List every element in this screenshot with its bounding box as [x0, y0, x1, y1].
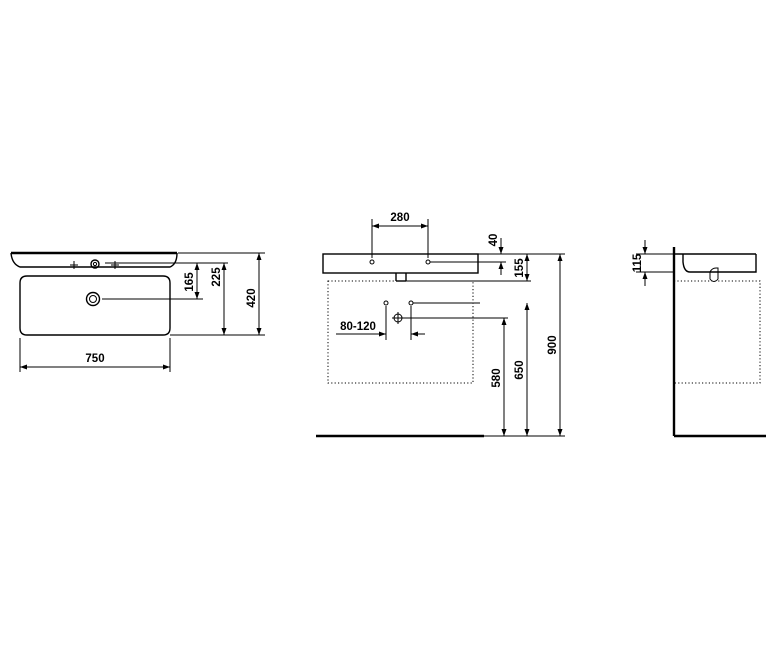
dim-115: 115 — [632, 253, 644, 272]
dim-80-120: 80-120 — [340, 321, 376, 333]
supply-point-right-icon — [408, 300, 414, 306]
dim-420: 420 — [246, 288, 258, 307]
waste-outlet-icon — [85, 291, 101, 307]
dim-580: 580 — [491, 368, 503, 387]
dim-750: 750 — [85, 353, 104, 365]
dim-280: 280 — [390, 212, 409, 224]
dim-900: 900 — [547, 335, 559, 354]
dim-155: 155 — [514, 258, 526, 278]
waste-connection-icon — [392, 312, 404, 324]
tap-hole-icon — [90, 259, 100, 269]
basin-side-profile — [674, 253, 757, 282]
dim-165: 165 — [184, 272, 196, 292]
vanity-unit-outline — [327, 280, 474, 384]
tap-hole-front-right-icon — [425, 259, 431, 265]
dim-650: 650 — [514, 360, 526, 379]
dim-40: 40 — [488, 234, 500, 247]
basin-front-outline — [322, 253, 479, 282]
side-view: 115 — [632, 240, 766, 438]
front-view: 280 40 155 80-120 580 650 900 — [316, 212, 565, 438]
basin-top-outline — [10, 251, 178, 336]
top-view: 165 225 420 750 — [10, 251, 265, 372]
tap-hole-marker-left-icon — [70, 261, 78, 269]
tap-hole-front-left-icon — [369, 259, 375, 265]
supply-point-left-icon — [383, 300, 389, 306]
tap-hole-marker-right-icon — [111, 261, 119, 269]
dim-225: 225 — [211, 267, 223, 287]
